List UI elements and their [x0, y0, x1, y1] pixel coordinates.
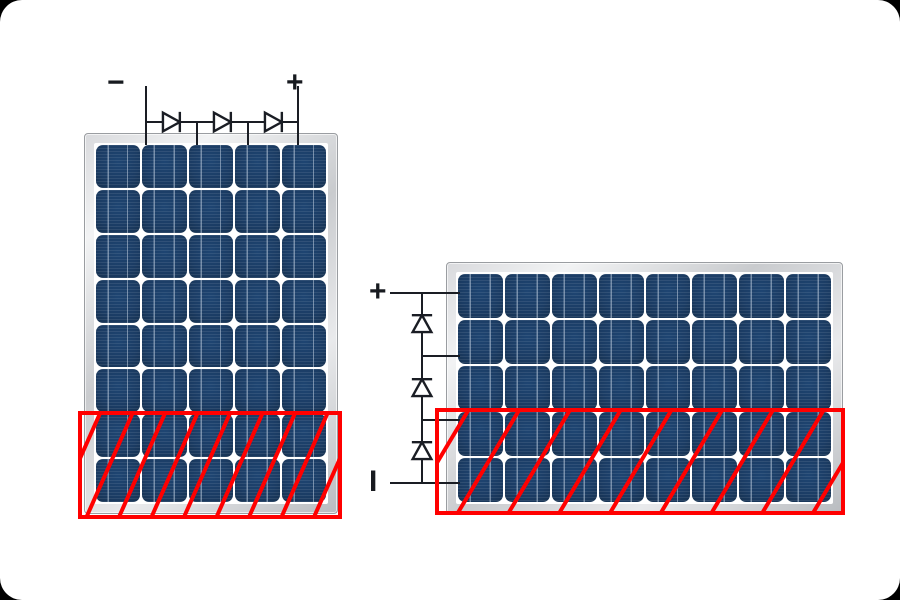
- solar-cell: [281, 279, 326, 323]
- left-solar-panel: [84, 133, 338, 514]
- solar-cell: [142, 189, 187, 233]
- solar-cell: [692, 412, 738, 456]
- solar-cell: [504, 320, 550, 364]
- solar-cell: [598, 320, 644, 364]
- solar-cell: [739, 366, 785, 410]
- solar-cell: [786, 412, 831, 456]
- solar-cell: [96, 279, 141, 323]
- positive-terminal: +: [286, 66, 304, 99]
- solar-cell: [188, 324, 234, 368]
- solar-cell: [551, 458, 597, 502]
- solar-cell: [235, 369, 280, 413]
- solar-cell: [281, 459, 326, 502]
- right-panel-cell-grid: [456, 272, 833, 504]
- solar-cell: [235, 189, 280, 233]
- solar-cell: [96, 189, 141, 233]
- solar-cell: [142, 369, 187, 413]
- solar-cell: [786, 366, 831, 410]
- solar-cell: [504, 458, 550, 502]
- solar-cell: [188, 234, 234, 278]
- solar-cell: [142, 459, 187, 502]
- solar-cell: [692, 458, 738, 502]
- solar-cell: [645, 366, 691, 410]
- solar-cell: [235, 279, 280, 323]
- positive-terminal: +: [369, 275, 387, 308]
- bypass-diode-3-triangle: [410, 439, 434, 461]
- solar-cell: [645, 320, 691, 364]
- bypass-diode-1-triangle: [161, 110, 183, 134]
- solar-cell: [188, 369, 234, 413]
- solar-cell: [188, 189, 234, 233]
- solar-cell: [551, 274, 597, 318]
- solar-cell: [739, 320, 785, 364]
- solar-cell: [96, 459, 141, 502]
- solar-cell: [96, 234, 141, 278]
- solar-cell: [645, 412, 691, 456]
- solar-cell: [235, 324, 280, 368]
- solar-cell: [645, 274, 691, 318]
- solar-cell: [786, 274, 831, 318]
- solar-cell: [235, 414, 280, 458]
- solar-cell: [142, 234, 187, 278]
- solar-cell: [504, 274, 550, 318]
- solar-cell: [598, 412, 644, 456]
- solar-cell: [96, 414, 141, 458]
- solar-cell: [739, 274, 785, 318]
- solar-cell: [504, 412, 550, 456]
- bypass-diode-1-triangle: [410, 312, 434, 334]
- solar-cell: [458, 320, 503, 364]
- solar-cell: [281, 234, 326, 278]
- solar-cell: [645, 458, 691, 502]
- solar-cell: [188, 145, 234, 188]
- solar-cell: [235, 145, 280, 188]
- solar-cell: [281, 369, 326, 413]
- solar-cell: [96, 145, 141, 188]
- solar-cell: [458, 412, 503, 456]
- solar-cell: [739, 412, 785, 456]
- solar-cell: [504, 366, 550, 410]
- solar-cell: [281, 145, 326, 188]
- solar-cell: [281, 414, 326, 458]
- solar-cell: [281, 189, 326, 233]
- solar-cell: [96, 324, 141, 368]
- bypass-diode-3-triangle: [263, 110, 285, 134]
- solar-cell: [188, 414, 234, 458]
- bypass-diode-2-triangle: [212, 110, 234, 134]
- solar-cell: [786, 320, 831, 364]
- solar-cell: [739, 458, 785, 502]
- solar-cell: [142, 279, 187, 323]
- solar-cell: [458, 366, 503, 410]
- solar-cell: [142, 324, 187, 368]
- solar-cell: [142, 414, 187, 458]
- solar-cell: [235, 459, 280, 502]
- solar-cell: [598, 366, 644, 410]
- solar-cell: [458, 274, 503, 318]
- solar-cell: [598, 274, 644, 318]
- solar-cell: [142, 145, 187, 188]
- solar-cell: [692, 366, 738, 410]
- solar-cell: [281, 324, 326, 368]
- solar-cell: [188, 459, 234, 502]
- solar-cell: [786, 458, 831, 502]
- solar-cell: [551, 320, 597, 364]
- negative-terminal: −: [107, 66, 125, 99]
- solar-cell: [188, 279, 234, 323]
- solar-cell: [598, 458, 644, 502]
- bypass-diode-2-triangle: [410, 376, 434, 398]
- solar-cell: [96, 369, 141, 413]
- solar-cell: [235, 234, 280, 278]
- solar-cell: [692, 274, 738, 318]
- solar-cell: [551, 412, 597, 456]
- negative-terminal: I: [369, 465, 378, 498]
- solar-cell: [692, 320, 738, 364]
- left-panel-cell-grid: [94, 143, 328, 504]
- solar-cell: [551, 366, 597, 410]
- solar-cell: [458, 458, 503, 502]
- right-solar-panel: [446, 262, 843, 514]
